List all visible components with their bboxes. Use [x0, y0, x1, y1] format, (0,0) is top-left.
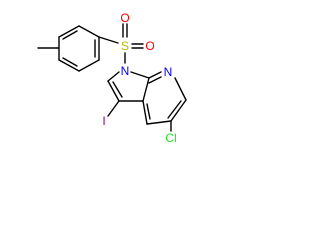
double-bond-inner: [167, 100, 182, 119]
oxygen-atom-label: O: [145, 39, 154, 53]
bond: [98, 36, 119, 44]
bond: [142, 100, 148, 125]
bond: [174, 77, 187, 101]
double-bond-inner: [148, 76, 162, 84]
bond: [58, 59, 80, 72]
bond: [107, 71, 120, 82]
bond: [78, 59, 100, 72]
bond: [58, 25, 80, 38]
oxygen-atom-label: O: [120, 11, 129, 25]
chemical-structure: S O O N N I Cl: [37, 11, 187, 145]
bond: [148, 71, 162, 79]
atom-labels: S O O N N I Cl: [102, 11, 176, 145]
sulfur-atom-label: S: [121, 39, 129, 53]
double-bond-inner: [62, 30, 78, 40]
bond: [146, 120, 172, 125]
chlorine-atom-label: Cl: [165, 131, 176, 145]
iodo-bond: [107, 100, 120, 117]
bonds: [37, 23, 187, 132]
bond: [130, 71, 150, 79]
bond: [142, 77, 150, 102]
nitrogen-atom-label: N: [164, 65, 173, 79]
bond: [170, 99, 187, 122]
double-bond-inner: [112, 81, 123, 98]
bond: [78, 25, 100, 38]
double-bond-inner: [146, 103, 151, 120]
iodine-atom-label: I: [102, 114, 105, 128]
nitrogen-atom-label: N: [121, 64, 130, 78]
double-bond-inner: [62, 57, 78, 67]
bond: [107, 80, 120, 102]
